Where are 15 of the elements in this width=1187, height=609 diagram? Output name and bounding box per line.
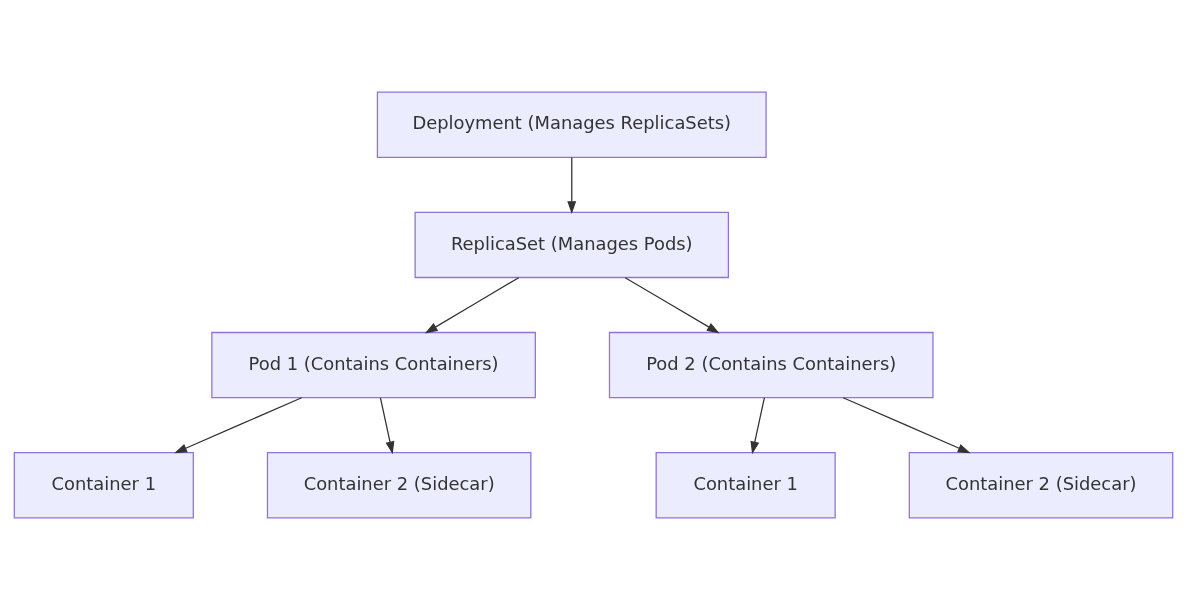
node-box: Pod 1 (Contains Containers)	[211, 331, 536, 398]
arrow	[174, 396, 303, 453]
node-box: Pod 2 (Contains Containers)	[608, 331, 934, 398]
node-box: Container 1	[13, 451, 194, 519]
node-box: Deployment (Manages ReplicaSets)	[376, 90, 767, 158]
arrow	[750, 396, 765, 454]
node-box: ReplicaSet (Manages Pods)	[414, 211, 730, 278]
arrow	[379, 396, 395, 454]
node-box: Container 1	[655, 451, 836, 519]
node-box: Container 2 (Sidecar)	[266, 451, 532, 519]
arrow	[624, 276, 720, 333]
arrow	[424, 276, 520, 333]
arrow	[567, 156, 577, 214]
arrow	[842, 396, 971, 453]
node-box: Container 2 (Sidecar)	[908, 451, 1174, 519]
